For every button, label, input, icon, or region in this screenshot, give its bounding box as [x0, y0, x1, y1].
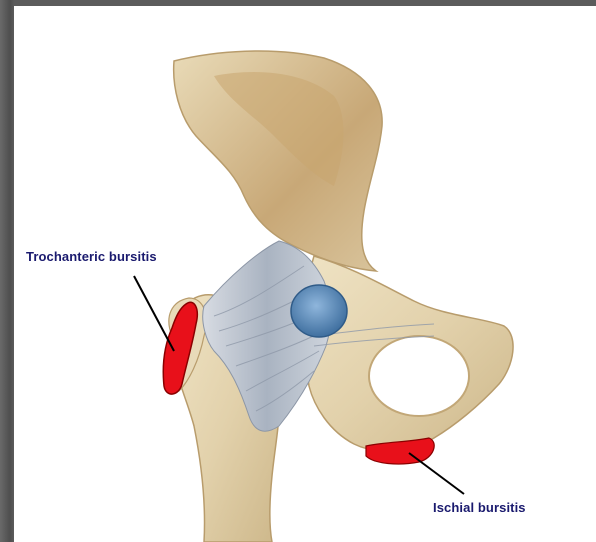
hip-anatomy-illustration — [14, 6, 596, 542]
illustration-canvas: Trochanteric bursitis Ischial bursitis — [14, 6, 596, 542]
obturator-foramen — [369, 336, 469, 416]
ischial-leader-line — [409, 453, 464, 494]
trochanteric-leader-line — [134, 276, 174, 351]
femoral-head-joint — [291, 285, 347, 337]
ischial-bursitis-label: Ischial bursitis — [433, 500, 526, 515]
trochanteric-bursitis-label: Trochanteric bursitis — [26, 249, 157, 264]
